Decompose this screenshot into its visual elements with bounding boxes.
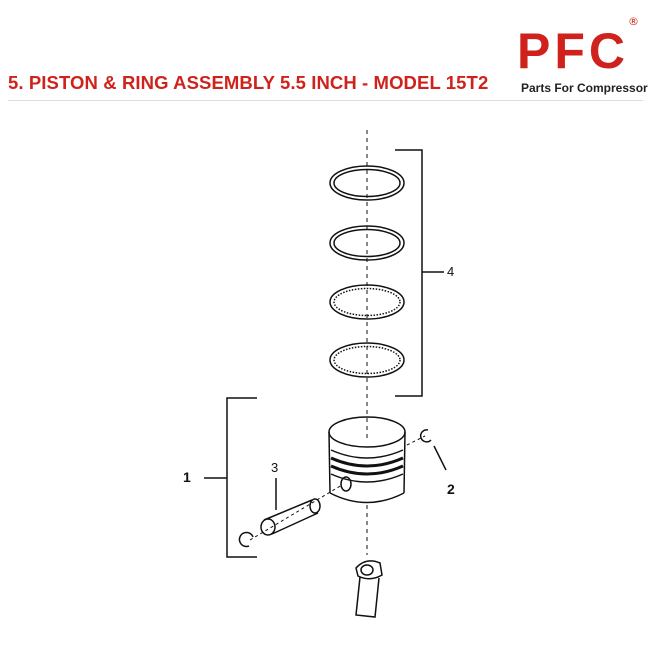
rings-bracket [395,149,423,397]
callout-4: 4 [447,264,454,279]
piston-body [328,416,406,504]
piston-ring-1 [329,165,405,201]
clip-leader-line [433,445,447,471]
piston-ring-2 [329,225,405,261]
logo-tagline: Parts For Compressor [521,81,648,95]
registered-mark: ® [628,15,639,28]
connecting-rod [355,560,383,618]
logo-brand-text: PFC [517,23,629,79]
retaining-clip-left [238,531,254,548]
callout-3: 3 [271,460,278,475]
retaining-clip-right [419,429,432,443]
callout-1: 1 [183,469,191,485]
wrist-pin-dashed-axis [249,484,343,541]
wrist-pin [260,498,321,536]
piston-ring-4 [329,342,405,378]
piston-ring-3 [329,284,405,320]
header-divider [8,100,643,101]
callout-2: 2 [447,481,455,497]
page-title: 5. PISTON & RING ASSEMBLY 5.5 INCH - MOD… [8,72,489,93]
